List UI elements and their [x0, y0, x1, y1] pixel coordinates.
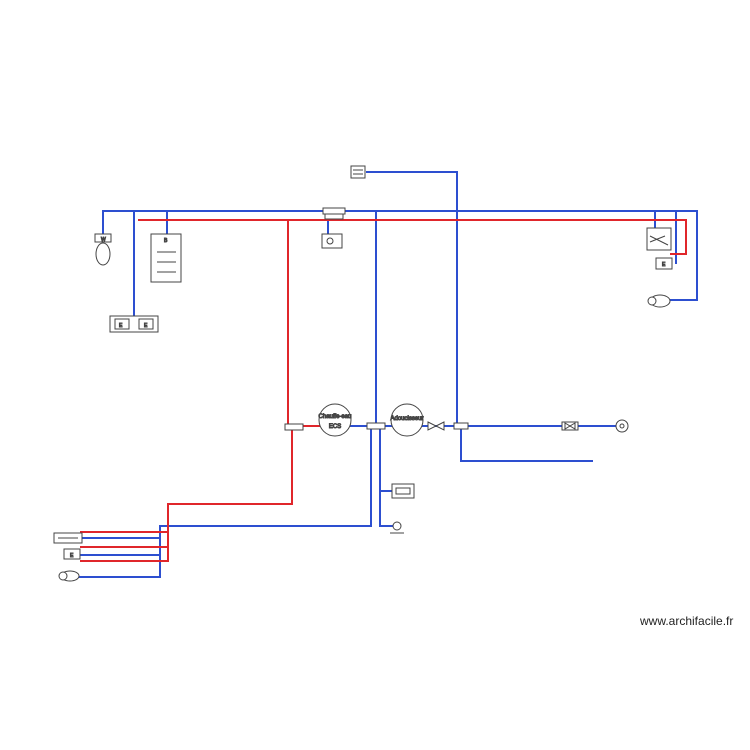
- shower-right: [646, 227, 672, 251]
- hot-water-network: [80, 219, 687, 562]
- svg-text:B: B: [164, 238, 168, 244]
- outdoor-tap: [350, 165, 366, 179]
- svg-text:E: E: [70, 553, 74, 559]
- manifold-center: [366, 422, 386, 430]
- manifold-right: [453, 422, 469, 430]
- water-heater: Chauffe-eau ECS: [318, 403, 352, 437]
- fixtures: W B E E: [53, 165, 673, 582]
- cold-line-to-outside: [366, 171, 458, 426]
- hot-main-line: [138, 219, 687, 255]
- washing-machine-right: [647, 294, 671, 308]
- cold-down-east: [379, 426, 393, 527]
- tap-bottom-center: [390, 521, 404, 534]
- toilet-top-left: W: [94, 233, 112, 266]
- bathtub: B: [150, 233, 182, 283]
- svg-text:W: W: [101, 237, 106, 243]
- water-softener: Adoucisseur: [390, 403, 424, 437]
- svg-text:E: E: [119, 323, 123, 329]
- manifold-top: [322, 207, 346, 220]
- hot-down-west: [80, 426, 293, 562]
- water-heater-label: Chauffe-eau: [319, 414, 352, 420]
- cold-down-west: [78, 426, 372, 578]
- manifold-left: [284, 423, 304, 431]
- cold-branch-south: [460, 426, 593, 462]
- boiler-box: [391, 483, 415, 499]
- svg-text:E: E: [662, 262, 666, 268]
- kitchen-sink-bottom: [53, 532, 83, 544]
- water-meter: [615, 419, 629, 433]
- check-valve-1: [427, 421, 445, 431]
- washbasin-center: [321, 233, 343, 249]
- watermark: www.archifacile.fr: [640, 614, 734, 628]
- washing-machine-bottom: [58, 570, 80, 582]
- cold-water-network: [78, 171, 698, 578]
- cold-main-line: [102, 210, 698, 301]
- washbasin-bottom: E: [63, 548, 81, 560]
- valve-main: [561, 421, 579, 431]
- double-sink: E E: [109, 315, 159, 333]
- svg-text:E: E: [144, 323, 148, 329]
- svg-text:ECS: ECS: [329, 424, 341, 430]
- sink-right: E: [655, 257, 673, 270]
- water-softener-label: Adoucisseur: [390, 416, 423, 422]
